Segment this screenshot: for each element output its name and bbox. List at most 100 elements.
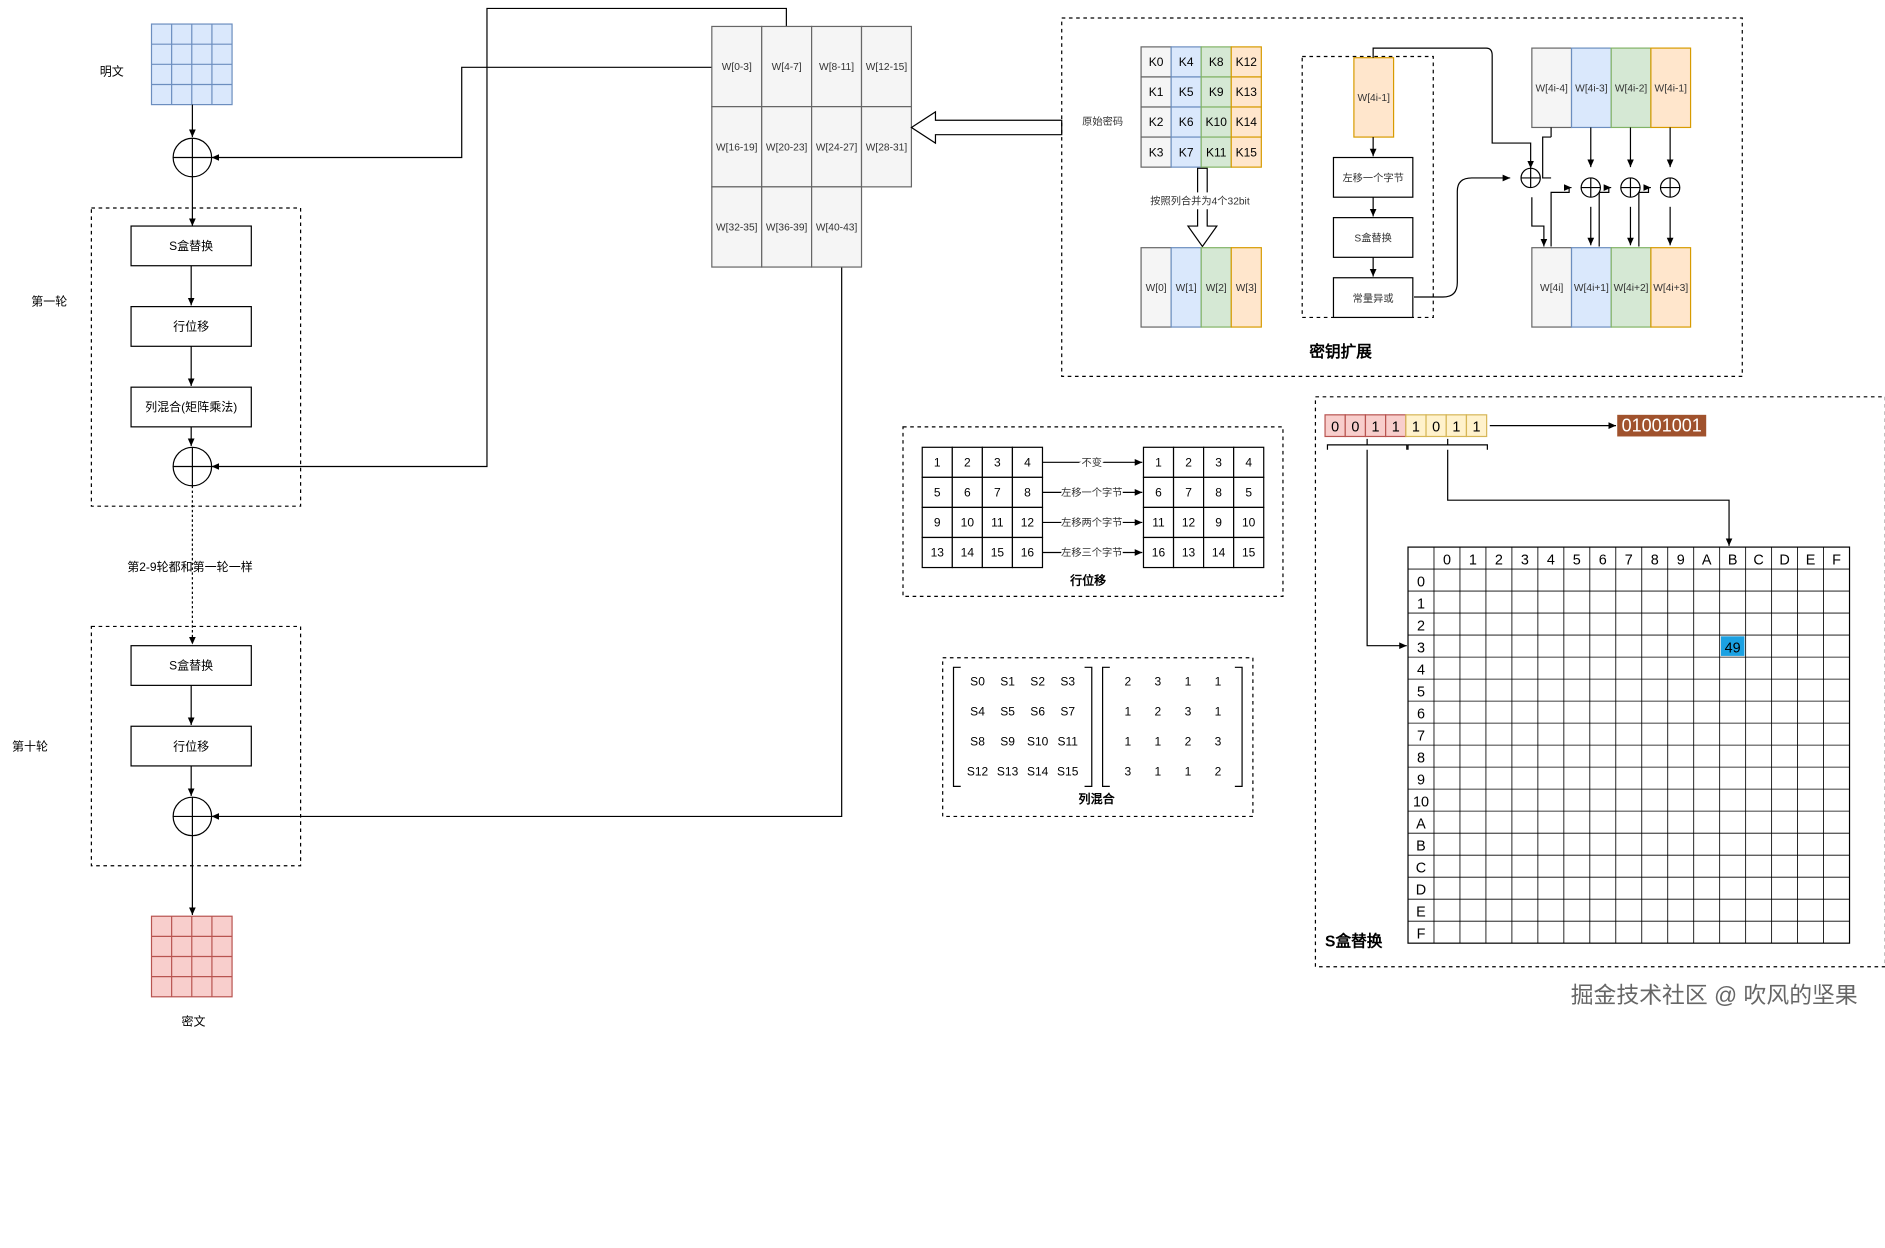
key-byte-cell — [1200, 76, 1232, 108]
mix-coefficient: 2 — [1125, 674, 1132, 688]
w-word-label: W[2] — [1206, 283, 1227, 294]
mix-coefficient: 2 — [1215, 765, 1222, 779]
state-byte: S1 — [1000, 674, 1015, 688]
round-key-cell-label: W[8-11] — [819, 62, 854, 73]
sbox-col-header: B — [1728, 552, 1738, 568]
round-key-cell — [711, 25, 763, 108]
matrix-cell-value: 2 — [964, 456, 971, 470]
key-byte-label: K5 — [1179, 85, 1194, 99]
round-key-cell-label: W[12-15] — [866, 62, 908, 73]
sbox-output-bg — [1617, 414, 1707, 437]
matrix-cell-value: 11 — [991, 516, 1004, 530]
w-prev-label: W[4i-1] — [1358, 93, 1391, 104]
mix-coefficient: 3 — [1155, 674, 1162, 688]
matrix-cell — [1233, 446, 1265, 478]
round-key-cell — [711, 106, 763, 188]
round-key-cell-label: W[0-3] — [722, 62, 752, 73]
round1-mixcolumns-step — [130, 386, 252, 428]
matrix-cell — [951, 506, 983, 539]
matrix-cell — [951, 536, 983, 569]
state-matrix-bracket-right — [1084, 666, 1093, 787]
key-byte-label: K15 — [1236, 145, 1258, 159]
w-word-label: W[3] — [1236, 283, 1257, 294]
w-word-cell — [1650, 47, 1692, 129]
ciphertext-grid — [150, 915, 233, 998]
w-word-label: W[4i-2] — [1615, 83, 1648, 94]
matrix-cell-value: 16 — [1021, 546, 1035, 560]
matrix-cell — [1011, 536, 1044, 569]
mix-coefficient: 1 — [1215, 704, 1222, 718]
state-byte: S4 — [970, 704, 985, 718]
input-bit-low-value: 1 — [1412, 420, 1420, 436]
matrix-cell-value: 12 — [1021, 516, 1035, 530]
round-key-cell — [711, 186, 763, 268]
input-bit-low — [1465, 414, 1488, 438]
matrix-cell — [1011, 476, 1044, 509]
round-key-cell-label: W[24-27] — [816, 142, 858, 153]
key-byte-label: K10 — [1206, 115, 1228, 129]
sbox-col-header: D — [1779, 552, 1789, 568]
sbox-row-header: F — [1417, 926, 1426, 942]
sbox-highlight-value: 49 — [1725, 640, 1741, 656]
sbox-col-header: 7 — [1625, 552, 1633, 568]
state-matrix-bracket-left — [952, 666, 961, 787]
key-byte-label: K12 — [1236, 55, 1258, 69]
matrix-cell-value: 9 — [934, 516, 941, 530]
w-word-label: W[4i+3] — [1653, 283, 1688, 294]
col-lookup-arrow — [1447, 449, 1733, 546]
key-byte-cell — [1140, 46, 1172, 78]
key-byte-label: K8 — [1209, 55, 1224, 69]
key-byte-label: K6 — [1179, 115, 1194, 129]
sbox-col-header: 2 — [1495, 552, 1503, 568]
mix-coefficient: 1 — [1155, 734, 1162, 748]
g-step-rotword-label: 左移一个字节 — [1342, 172, 1403, 185]
matrix-cell-value: 7 — [994, 486, 1001, 500]
round1-label: 第一轮 — [31, 294, 67, 308]
mix-coefficient: 2 — [1185, 734, 1192, 748]
matrix-cell-value: 13 — [931, 546, 945, 560]
sbox-row-header: A — [1416, 816, 1426, 832]
state-byte: S13 — [997, 765, 1019, 779]
mix-coefficient: 2 — [1155, 704, 1162, 718]
state-byte: S15 — [1057, 765, 1079, 779]
input-bit-high-value: 1 — [1372, 420, 1380, 436]
sbox-col-header: 3 — [1521, 552, 1529, 568]
matrix-cell-value: 4 — [1245, 456, 1252, 470]
key-byte-label: K3 — [1149, 145, 1164, 159]
key-byte-label: K4 — [1179, 55, 1194, 69]
w-word-label: W[4i-1] — [1655, 83, 1688, 94]
round-key-cell-label: W[16-19] — [716, 142, 758, 153]
roundkey-connector-0 — [211, 66, 712, 161]
state-byte: S14 — [1027, 765, 1049, 779]
matrix-cell — [1172, 476, 1205, 509]
matrix-cell — [981, 446, 1014, 478]
round-key-cell — [860, 25, 913, 108]
w-word-label: W[0] — [1146, 283, 1167, 294]
round1-shiftrows-step — [130, 306, 252, 347]
matrix-cell — [1011, 446, 1044, 478]
mix-coefficient: 3 — [1185, 704, 1192, 718]
matrix-cell-value: 9 — [1215, 516, 1222, 530]
matrix-cell-value: 15 — [1242, 546, 1256, 560]
matrix-cell — [1233, 506, 1265, 539]
sbox-highlight-cell — [1720, 636, 1745, 656]
key-byte-cell — [1170, 106, 1202, 138]
g-step-rcon — [1332, 277, 1414, 319]
w-word-label: W[4i+2] — [1614, 283, 1649, 294]
sbox-row-header: 5 — [1417, 684, 1425, 700]
matrix-cell-value: 12 — [1182, 516, 1196, 530]
round1-sbox-step — [130, 225, 252, 267]
key-byte-label: K1 — [1149, 85, 1164, 99]
shift-op-label: 左移一个字节 — [1061, 486, 1122, 499]
input-bit-low-value: 0 — [1432, 420, 1440, 436]
w-top-row: W[4i-4]W[4i-3]W[4i-2]W[4i-1] — [1531, 47, 1692, 129]
w-word-label: W[4i+1] — [1574, 283, 1609, 294]
key-byte-label: K14 — [1236, 115, 1258, 129]
row-lookup-arrow — [1366, 449, 1407, 650]
mix-coefficient: 1 — [1125, 704, 1132, 718]
sbox-container — [1314, 396, 1885, 968]
xor-symbol-1 — [172, 137, 213, 178]
